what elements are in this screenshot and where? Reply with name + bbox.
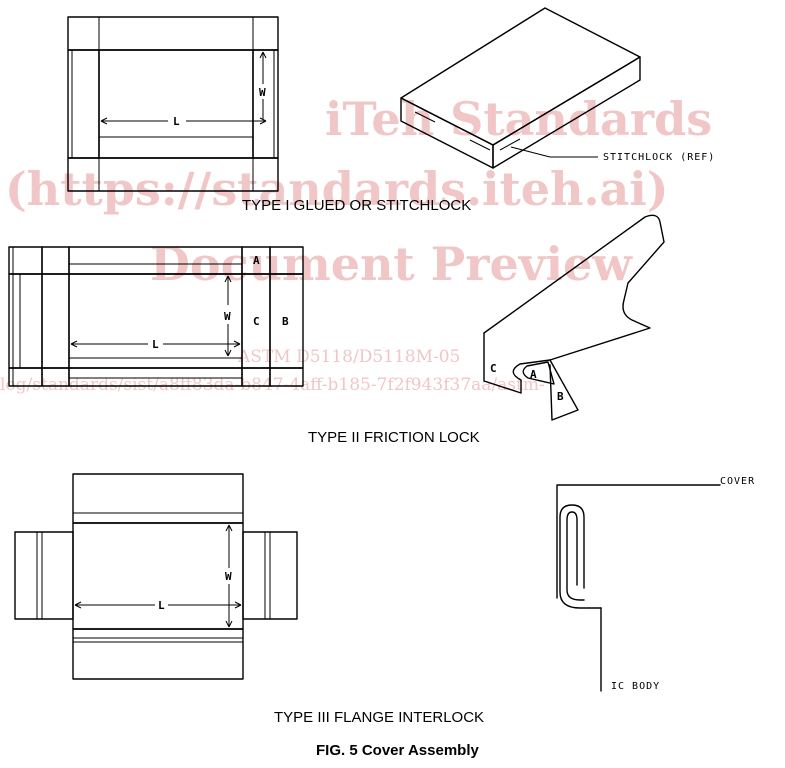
type2-iso-label-a: A — [530, 368, 537, 381]
type2-iso-label-b: B — [557, 390, 564, 403]
type1-dim-l: L — [173, 115, 180, 128]
type1-isometric-box: STITCHLOCK (REF) — [400, 7, 715, 169]
type1-caption: TYPE I GLUED OR STITCHLOCK — [242, 197, 471, 214]
watermark: iTeh Standards (https://standards.iteh.a… — [0, 92, 712, 395]
type2-blank-drawing: A C B L W — [8, 246, 304, 387]
type2-isometric-lock: C A B — [483, 214, 665, 421]
type2-dim-l: L — [152, 338, 159, 351]
figure-caption: FIG. 5 Cover Assembly — [316, 742, 479, 759]
type2-panel-a: A — [253, 254, 260, 267]
watermark-line-5: log/standards/sist/a8ff83da-b847-4aff-b1… — [0, 375, 545, 395]
type1-stitchlock-label: STITCHLOCK (REF) — [603, 152, 715, 163]
type2-caption: TYPE II FRICTION LOCK — [308, 429, 480, 446]
type1-dim-w: W — [259, 86, 266, 99]
type1-blank-drawing: L W — [67, 16, 279, 192]
type2-panel-c: C — [253, 315, 260, 328]
watermark-line-4: ASTM D5118/D5118M-05 — [237, 347, 460, 367]
type3-caption: TYPE III FLANGE INTERLOCK — [274, 709, 484, 726]
watermark-line-2: (https://standards.iteh.ai) — [5, 162, 669, 216]
watermark-line-1: iTeh Standards — [325, 92, 712, 146]
type3-body-label: IC BODY — [611, 681, 660, 692]
type2-panel-b: B — [282, 315, 289, 328]
type2-dim-w: W — [224, 310, 231, 323]
type3-dim-l: L — [158, 599, 165, 612]
type3-dim-w: W — [225, 570, 232, 583]
type3-cover-label: COVER — [720, 476, 755, 487]
type3-flange-section: COVER IC BODY — [556, 476, 755, 692]
type2-iso-label-c: C — [490, 362, 497, 375]
type3-blank-drawing: L W — [14, 473, 298, 680]
